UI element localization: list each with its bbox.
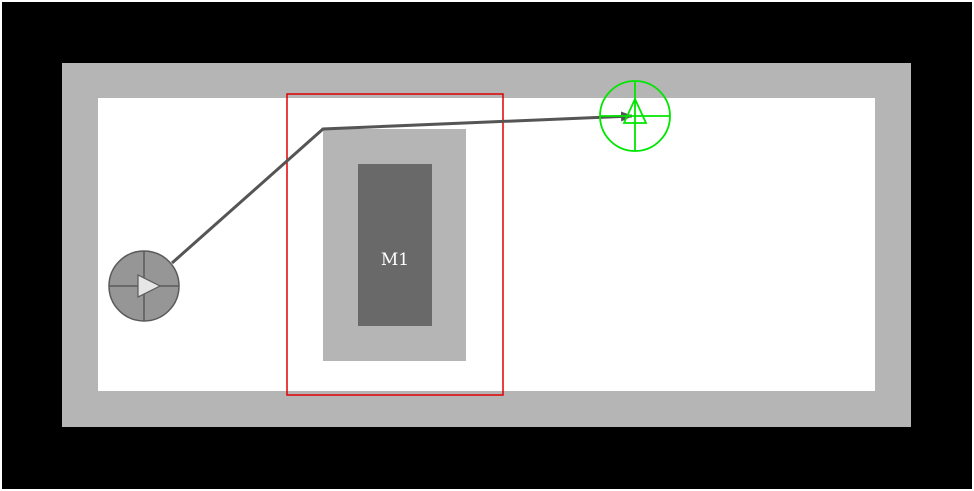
goal-crosshair-marker-icon[interactable]: [599, 80, 671, 152]
selection-box[interactable]: [286, 93, 504, 396]
path-line: [171, 111, 633, 265]
module-inner-block: [358, 164, 432, 326]
start-play-marker-icon[interactable]: [108, 250, 180, 322]
module-label: M1: [381, 250, 409, 270]
workspace: [98, 98, 875, 391]
module-m1[interactable]: M1: [323, 129, 466, 361]
